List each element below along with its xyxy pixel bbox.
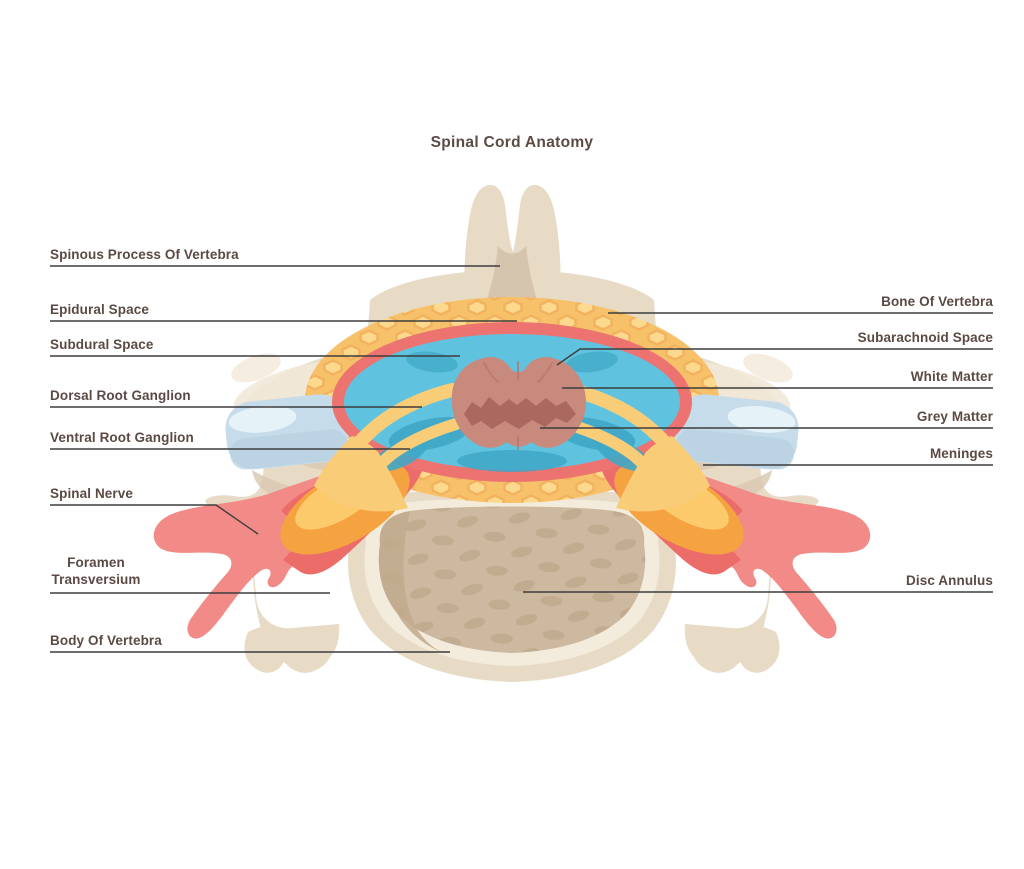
label-spinal-nerve: Spinal Nerve — [50, 486, 133, 501]
label-grey-matter: Grey Matter — [916, 409, 993, 424]
label-bone-of-vertebra: Bone Of Vertebra — [881, 294, 993, 309]
label-body-of-vertebra: Body Of Vertebra — [50, 633, 162, 648]
label-dorsal-root-ganglion: Dorsal Root Ganglion — [50, 388, 191, 403]
white-matter-streaks — [483, 361, 553, 450]
csf-shadow — [457, 450, 567, 472]
white-matter-shape — [451, 357, 586, 448]
grey-matter-shape — [464, 397, 576, 429]
label-foramen-transversium: Foramen Transversium — [51, 555, 141, 587]
spinal-cord-shape — [451, 357, 586, 450]
label-subdural-space: Subdural Space — [50, 337, 154, 352]
disc-annulus-shape — [378, 506, 646, 653]
body-of-vertebra-shape — [348, 489, 676, 682]
label-disc-annulus: Disc Annulus — [906, 573, 993, 588]
label-ventral-root-ganglion: Ventral Root Ganglion — [50, 430, 194, 445]
page-title: Spinal Cord Anatomy — [430, 134, 594, 151]
label-subarachnoid-space: Subarachnoid Space — [857, 330, 993, 345]
label-spinous-process-of-vertebra: Spinous Process Of Vertebra — [50, 247, 239, 262]
leader-lines — [50, 265, 993, 653]
label-meninges: Meninges — [929, 446, 993, 461]
label-white-matter: White Matter — [910, 369, 993, 384]
label-epidural-space: Epidural Space — [50, 302, 149, 317]
